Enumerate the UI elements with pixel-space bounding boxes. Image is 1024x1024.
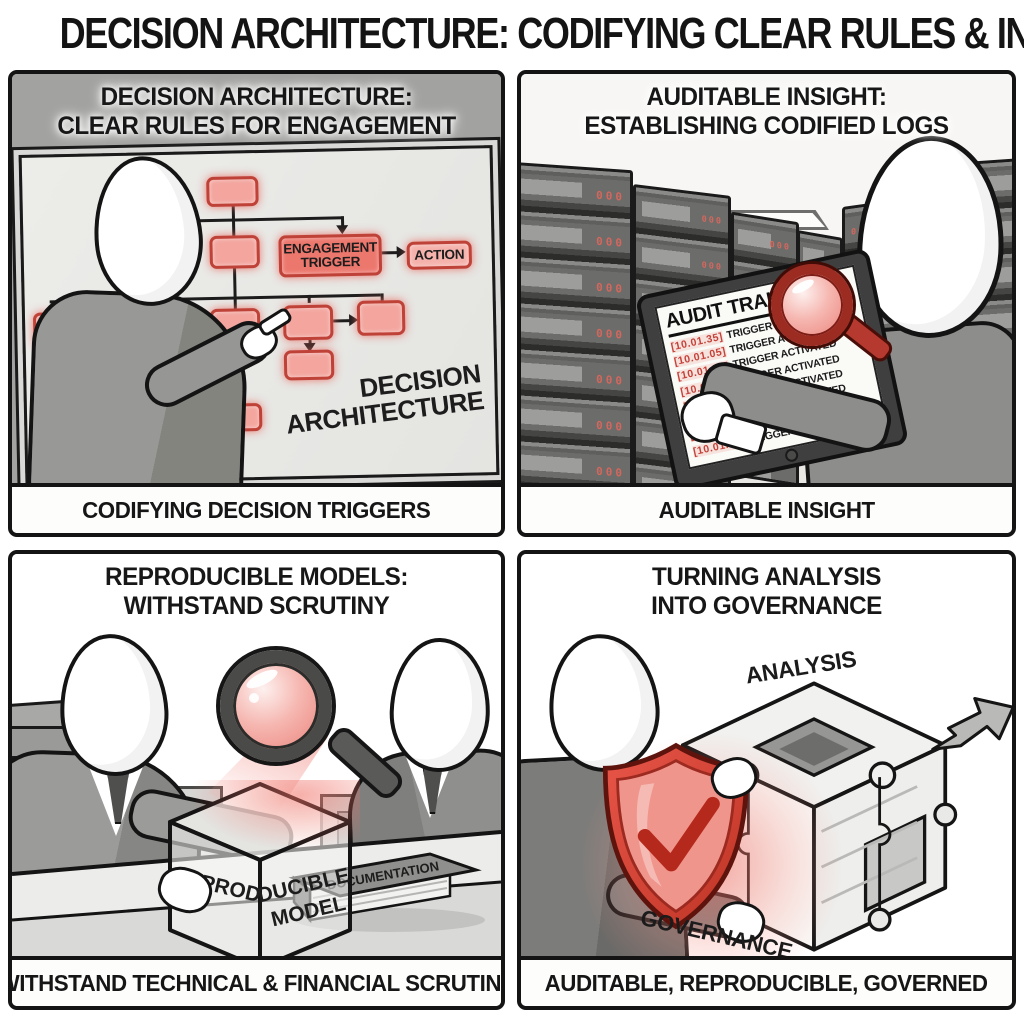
magnifier-icon [771, 264, 853, 346]
panel2-scene: AUDITABLE INSIGHT: ESTABLISHING CODIFIED… [521, 74, 1012, 483]
action-label: ACTION [414, 246, 465, 263]
panel3-title-line1: REPRODUCIBLE MODELS: [105, 563, 408, 591]
panel3-title-line2: WITHSTAND SCRUTINY [123, 591, 390, 620]
shield-check-icon [602, 742, 750, 930]
checkmark [637, 796, 720, 872]
action-box: ACTION [406, 240, 473, 270]
rack-led: 000 [596, 326, 625, 342]
rack-led: 000 [596, 188, 625, 204]
cube-red-glow [160, 780, 360, 880]
magnifier-highlight-dot [249, 693, 259, 703]
panel4-caption: AUDITABLE, REPRODUCIBLE, GOVERNED [521, 956, 1012, 1006]
puzzle-seam [878, 777, 892, 911]
flowchart-box [283, 349, 335, 381]
panel1-caption: CODIFYING DECISION TRIGGERS [12, 483, 501, 533]
panel2-title-line1: AUDITABLE INSIGHT: [646, 83, 887, 111]
panel3-title: REPRODUCIBLE MODELS: WITHSTAND SCRUTINY [19, 563, 493, 620]
shield-gloss [636, 783, 662, 887]
magnifier-highlight [244, 666, 280, 692]
engagement-trigger-box: ENGAGEMENT TRIGGER [278, 233, 383, 278]
rack-led: 000 [596, 280, 625, 296]
main-title-text: DECISION ARCHITECTURE: CODIFYING CLEAR R… [59, 10, 1024, 58]
flow-arrowhead [396, 245, 406, 259]
panel1-title: DECISION ARCHITECTURE: CLEAR RULES FOR E… [19, 83, 493, 140]
tablet-home-button [783, 447, 800, 463]
glass-model-cube: REPROD DUCIBLE MODEL [160, 780, 360, 956]
arrow-right-icon [931, 696, 1012, 751]
panel1-title-line2: CLEAR RULES FOR ENGAGEMENT [57, 111, 456, 140]
flowchart-box [282, 304, 334, 341]
rack-led: 000 [769, 239, 791, 254]
rack-led: 000 [596, 372, 625, 388]
flow-line [381, 251, 398, 255]
panel4-scene: TURNING ANALYSIS INTO GOVERNANCE ANALYSI… [521, 554, 1012, 956]
puzzle-knob [933, 802, 958, 827]
panel3-caption: WITHSTAND TECHNICAL & FINANCIAL SCRUTINY [12, 956, 501, 1006]
flow-line [307, 294, 311, 303]
rack-led: 000 [701, 214, 723, 228]
panel2-caption: AUDITABLE INSIGHT [521, 483, 1012, 533]
rack-led: 000 [596, 464, 625, 480]
panel4-title-line2: INTO GOVERNANCE [651, 591, 882, 620]
rack-led: 000 [596, 234, 625, 250]
puzzle-knob [867, 907, 892, 932]
panel-auditable-insight: AUDITABLE INSIGHT: ESTABLISHING CODIFIED… [517, 70, 1016, 537]
panel2-title: AUDITABLE INSIGHT: ESTABLISHING CODIFIED… [528, 83, 1004, 140]
panel-governance: TURNING ANALYSIS INTO GOVERNANCE ANALYSI… [517, 550, 1016, 1010]
panel1-scene: DECISION ARCHITECTURE: CLEAR RULES FOR E… [12, 74, 501, 483]
arrow-shape [931, 696, 1012, 751]
flow-arrowhead [336, 225, 349, 235]
flowchart-box [206, 175, 259, 208]
panel1-title-line1: DECISION ARCHITECTURE: [100, 83, 413, 111]
main-title: DECISION ARCHITECTURE: CODIFYING CLEAR R… [0, 10, 1024, 58]
panel4-title-line1: TURNING ANALYSIS [652, 563, 881, 591]
panel2-title-line2: ESTABLISHING CODIFIED LOGS [584, 111, 949, 140]
magnifier-highlight [790, 276, 816, 297]
server-slots [521, 165, 582, 483]
rack-led: 000 [596, 418, 625, 434]
panel3-scene: REPRODUCIBLE MODELS: WITHSTAND SCRUTINY [12, 554, 501, 956]
magnifier-icon [220, 650, 332, 762]
flowchart-box [356, 299, 406, 336]
flowchart-box [209, 234, 261, 270]
panel4-title: TURNING ANALYSIS INTO GOVERNANCE [528, 563, 1004, 620]
panel-reproducible-models: REPRODUCIBLE MODELS: WITHSTAND SCRUTINY [8, 550, 505, 1010]
presenter-torso [26, 288, 250, 483]
server-rack: 000 000 000 000 000 000 000 000 [521, 161, 633, 483]
trigger-label-line2: TRIGGER [300, 253, 361, 271]
server-leds: 000 000 000 000 000 000 000 000 [596, 171, 625, 483]
puzzle-knob [868, 761, 897, 790]
panel-decision-architecture: DECISION ARCHITECTURE: CLEAR RULES FOR E… [8, 70, 505, 537]
